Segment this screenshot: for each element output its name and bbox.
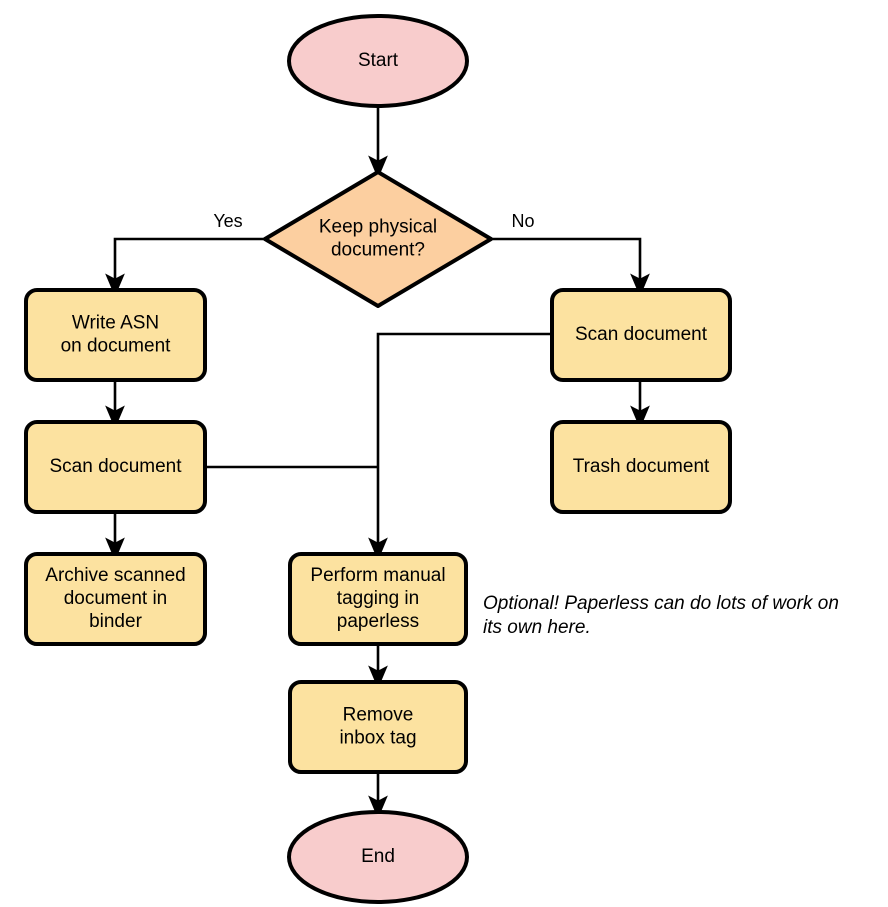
decision-label-line2: document?: [331, 240, 425, 261]
trash-document-box[interactable]: [550, 420, 732, 514]
end-ellipse[interactable]: [287, 810, 469, 904]
start-ellipse[interactable]: [287, 14, 469, 108]
node-archive-binder[interactable]: Archive scanned document in binder: [24, 552, 207, 646]
end-label: End: [361, 846, 395, 867]
annotation-optional-note: Optional! Paperless can do lots of work …: [483, 593, 839, 638]
edge-label-layer: Yes No: [213, 211, 534, 231]
write-asn-label-line2: on document: [61, 336, 172, 357]
node-start[interactable]: Start: [287, 14, 469, 108]
write-asn-label-line1: Write ASN: [72, 313, 159, 334]
node-manual-tagging[interactable]: Perform manual tagging in paperless: [288, 552, 468, 646]
decision-diamond[interactable]: [263, 170, 493, 308]
optional-note-line1: Optional! Paperless can do lots of work …: [483, 593, 839, 614]
manual-tagging-label-line3: paperless: [337, 611, 419, 632]
node-remove-inbox-tag[interactable]: Remove inbox tag: [288, 680, 468, 774]
remove-inbox-tag-label-line2: inbox tag: [339, 728, 416, 749]
node-scan-document-left[interactable]: Scan document: [24, 420, 207, 514]
scan-document-left-label: Scan document: [49, 456, 182, 477]
archive-binder-label-line1: Archive scanned: [45, 565, 185, 586]
node-trash-document[interactable]: Trash document: [550, 420, 732, 514]
manual-tagging-label-line2: tagging in: [337, 588, 419, 609]
node-write-asn[interactable]: Write ASN on document: [24, 288, 207, 382]
scan-document-left-box[interactable]: [24, 420, 207, 514]
archive-binder-box[interactable]: [24, 552, 207, 646]
decision-label-line1: Keep physical: [319, 217, 437, 238]
edge-label-yes: Yes: [213, 211, 242, 231]
edge-decision-to-scan-right: [492, 237, 650, 297]
node-decision-keep-physical-document[interactable]: Keep physical document?: [263, 170, 493, 308]
edge-label-no: No: [511, 211, 534, 231]
write-asn-box[interactable]: [24, 288, 207, 382]
trash-document-label: Trash document: [573, 456, 710, 477]
scan-document-right-box[interactable]: [550, 288, 732, 382]
manual-tagging-label-line1: Perform manual: [310, 565, 445, 586]
archive-binder-label-line2: document in: [64, 588, 168, 609]
remove-inbox-tag-box[interactable]: [288, 680, 468, 774]
scan-document-right-label: Scan document: [575, 324, 708, 345]
remove-inbox-tag-label-line1: Remove: [343, 705, 414, 726]
start-label: Start: [358, 50, 399, 71]
manual-tagging-box[interactable]: [288, 552, 468, 646]
optional-note-line2: its own here.: [483, 617, 591, 638]
node-scan-document-right[interactable]: Scan document: [550, 288, 732, 382]
edge-decision-to-write-asn: [105, 237, 265, 297]
edge-scan-right-to-tagging: [368, 332, 552, 561]
edge-layer: [105, 106, 650, 819]
node-end[interactable]: End: [287, 810, 469, 904]
archive-binder-label-line3: binder: [89, 611, 142, 632]
